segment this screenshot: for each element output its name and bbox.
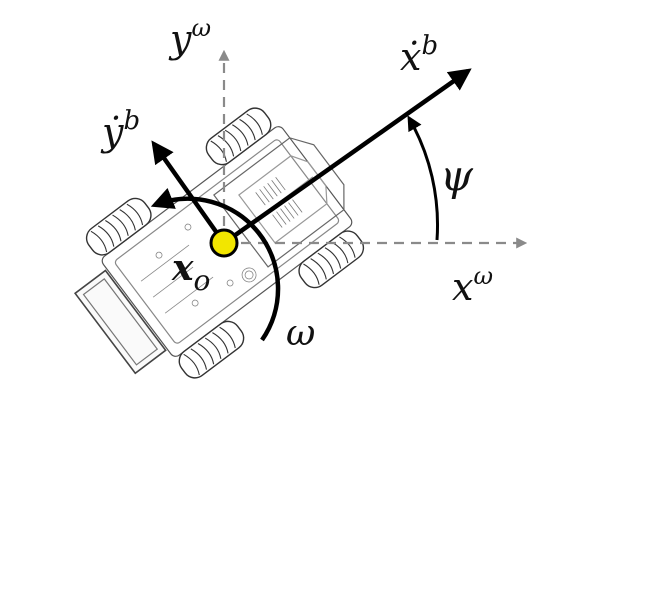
angular-rate-label: ω <box>286 313 315 354</box>
world-y-label: yω <box>168 14 211 61</box>
wheel-front-right <box>178 320 245 379</box>
world-x-label: xω <box>452 262 493 309</box>
body-y-velocity-arrow <box>151 140 226 245</box>
wheel-front-left <box>85 197 152 256</box>
wheel-rear-left <box>205 107 272 166</box>
origin-marker <box>209 228 239 258</box>
body-y-dot-label: ẏb <box>100 106 140 154</box>
heading-label: ψ <box>440 151 474 200</box>
mecanum-robot-icon <box>73 107 365 379</box>
heading-angle-arc <box>407 115 439 241</box>
angular-rate-arc <box>150 187 281 342</box>
origin-label: xo <box>171 247 210 297</box>
body-x-dot-label: ẋb <box>400 31 438 79</box>
wheel-rear-right <box>298 230 365 289</box>
body-x-velocity-arrow <box>222 68 472 245</box>
robot-front-panel <box>73 269 167 375</box>
